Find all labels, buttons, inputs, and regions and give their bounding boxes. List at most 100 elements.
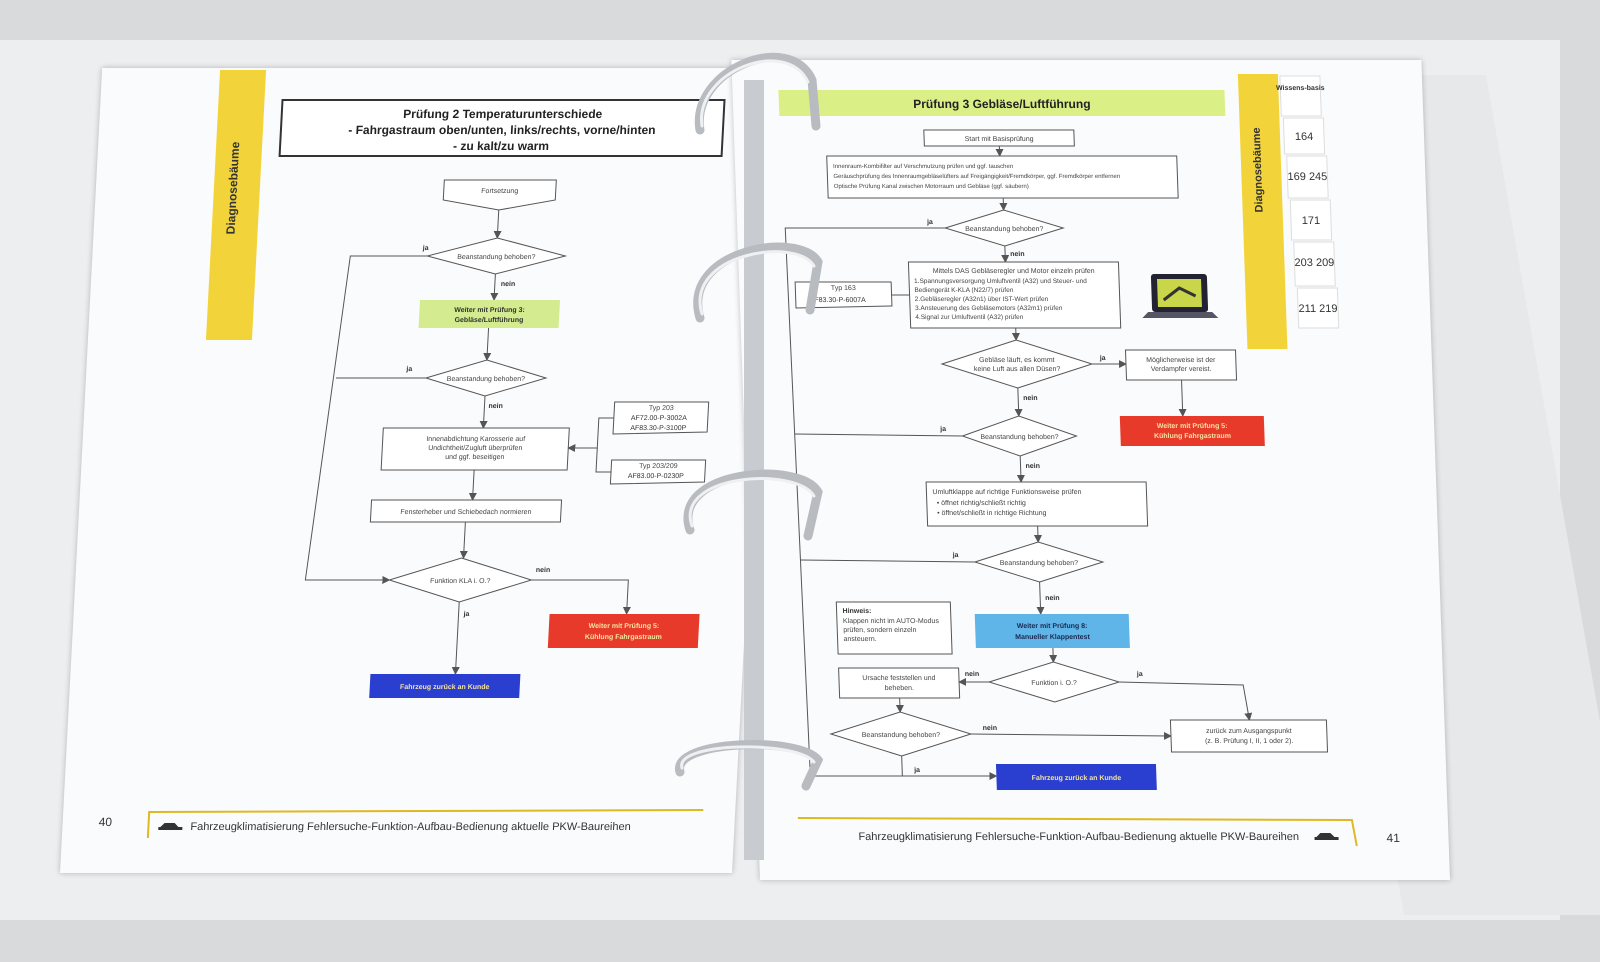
next-test-5-box: [547, 614, 700, 648]
side-tab-yellow: [205, 70, 267, 340]
next-test-8-line-2: Manueller Klappentest: [1015, 634, 1091, 641]
decision-r1-text: Beanstandung behoben?: [965, 226, 1044, 233]
das-line-2: 1.Spannungsversorgung Umluftventil (A32)…: [914, 278, 1087, 285]
flap-line-1: Umluftklappe auf richtige Funktionsweise…: [932, 489, 1081, 496]
flap-line-2: • öffnet richtig/schließt richtig: [937, 500, 1026, 507]
page-title: Prüfung 3 Gebläse/Luftführung: [913, 97, 1091, 111]
title-box: [278, 99, 726, 157]
tab-171[interactable]: 171: [1302, 215, 1321, 227]
no-r4: nein: [1045, 595, 1060, 602]
ring-3: [683, 469, 823, 541]
tab-basis[interactable]: Wissens-basis: [1276, 85, 1325, 92]
decision-r2-line-1: Gebläse läuft, es kommt: [979, 357, 1055, 364]
window-normalize-text: Fensterheber und Schiebedach normieren: [400, 509, 532, 516]
footer-text-left: Fahrzeugklimatisierung Fehlersuche-Funkt…: [190, 821, 631, 833]
ref-1-type: Typ 203: [649, 405, 674, 412]
sealing-check-line-3: und ggf. beseitigen: [445, 454, 505, 461]
basic-check-1: Innenraum-Kombifilter auf Verschmutzung …: [833, 164, 1013, 170]
ref-r-line: AF83.30-P-6007A: [810, 297, 867, 304]
title-line-3: - zu kalt/zu warm: [453, 139, 550, 153]
decision-r3-text: Beanstandung behoben?: [980, 434, 1059, 441]
yes-r3: ja: [939, 426, 946, 433]
laptop-diagnostic-icon: [1142, 274, 1219, 318]
tab-211[interactable]: 211 219: [1298, 303, 1337, 315]
evaporator-line-2: Verdampfer vereist.: [1151, 366, 1212, 373]
car-icon: [158, 823, 183, 830]
title-line-1: Prüfung 2 Temperaturunterschiede: [403, 107, 603, 121]
decision-r6: [829, 711, 973, 757]
left-flowchart: Diagnosebäume Prüfung 2 Temperaturunters…: [98, 70, 726, 838]
no-r1: nein: [1010, 251, 1025, 258]
decision-r2-line-2: keine Luft aus allen Düsen?: [974, 366, 1061, 373]
das-line-6: 4.Signal zur Umluftventil (A32) prüfen: [915, 314, 1024, 321]
side-tab-yellow-right: [1237, 74, 1288, 349]
ref-box-2: [609, 459, 707, 485]
page-number-41: 41: [1386, 831, 1400, 845]
ref-box-1: [612, 401, 710, 435]
decision-1: [425, 237, 568, 275]
back-line-1: zurück zum Ausgangspunkt: [1206, 728, 1292, 735]
left-page: Diagnosebäume Prüfung 2 Temperaturunters…: [60, 68, 775, 873]
note-line-1: Klappen nicht im AUTO-Modus: [843, 618, 940, 625]
yes-r6: ja: [913, 767, 920, 774]
sealing-check-line-1: Innenabdichtung Karosserie auf: [426, 436, 525, 443]
ring-2: [693, 242, 823, 323]
tab-169[interactable]: 169 245: [1287, 171, 1327, 183]
das-line-4: 2.Gebläseregler (A32n1) über IST-Wert pr…: [915, 296, 1049, 303]
return-to-customer-box: [369, 674, 521, 698]
note-title: Hinweis:: [843, 608, 872, 615]
note-line-2: prüfen, sondern einzeln: [843, 627, 916, 634]
no-label-2: nein: [488, 403, 503, 410]
sealing-check-line-2: Undichtheit/Zugluft überprüfen: [428, 445, 523, 452]
no-r6: nein: [983, 725, 998, 732]
yes-label-1: ja: [422, 245, 429, 252]
right-flowchart: Prüfung 3 Gebläse/Luftführung Diagnosebä…: [778, 74, 1400, 847]
ref-box-r: [794, 281, 893, 309]
return-to-customer-text-r: Fahrzeug zurück an Kunde: [1032, 775, 1122, 782]
next-test-5-r-line-2: Kühlung Fahrgastraum: [1154, 433, 1231, 440]
cause-line-2: beheben.: [885, 685, 914, 692]
page-number-40: 40: [98, 815, 112, 829]
back-to-start-box: [1169, 719, 1329, 753]
next-test-3-line-2: Gebläse/Luftführung: [454, 317, 523, 324]
right-page: Prüfung 3 Gebläse/Luftführung Diagnosebä…: [731, 60, 1450, 880]
ref-1-line-2: AF83.30-P-3100P: [630, 425, 687, 432]
yes-label-2: ja: [405, 366, 412, 373]
yes-r2: ja: [1099, 355, 1106, 362]
start-shape: [442, 179, 557, 211]
decision-r1: [943, 209, 1065, 247]
das-line-1: Mittels DAS Gebläseregler und Motor einz…: [933, 268, 1095, 275]
decision-3-text: Funktion KLA i. O.?: [430, 578, 491, 585]
yes-r5: ja: [1136, 671, 1143, 678]
ref-2-line-1: AF83.00-P-0230P: [628, 473, 685, 480]
no-r3: nein: [1025, 463, 1040, 470]
ref-1-line-1: AF72.00-P-3002A: [631, 415, 688, 422]
title-band: [778, 90, 1226, 116]
next-test-3-box: [418, 300, 561, 328]
das-line-3: Bediengerät K-KLA (N22/7) prüfen: [914, 287, 1014, 294]
das-line-5: 3.Ansteuerung des Gebläsemotors (A32m1) …: [915, 305, 1063, 312]
yes-r1: ja: [926, 219, 933, 226]
binder-spine: [744, 80, 764, 860]
title-line-2: - Fahrgastraum oben/unten, links/rechts,…: [348, 123, 656, 137]
start-text-right: Start mit Basisprüfung: [965, 136, 1034, 143]
decision-r4: [973, 541, 1105, 583]
back-line-2: (z. B. Prüfung I, II, 1 oder 2).: [1205, 738, 1294, 745]
next-test-5-box-r: [1119, 416, 1265, 446]
register-tabs: Wissens-basis 164 169 245 171 203 209 21…: [1276, 75, 1340, 329]
decision-2: [424, 359, 548, 397]
tab-203[interactable]: 203 209: [1294, 257, 1334, 269]
next-test-5-line-1: Weiter mit Prüfung 5:: [588, 623, 659, 630]
yes-label-3: ja: [462, 611, 469, 618]
evaporator-line-1: Möglicherweise ist der: [1146, 357, 1216, 364]
decision-2-text: Beanstandung behoben?: [447, 376, 526, 383]
no-r2: nein: [1023, 395, 1038, 402]
decision-r2: [940, 339, 1094, 389]
car-icon: [1314, 833, 1339, 840]
tab-164[interactable]: 164: [1295, 131, 1314, 143]
flap-line-3: • öffnet/schließt in richtige Richtung: [937, 510, 1047, 517]
no-r5: nein: [965, 671, 980, 678]
decision-r6-text: Beanstandung behoben?: [862, 732, 941, 739]
